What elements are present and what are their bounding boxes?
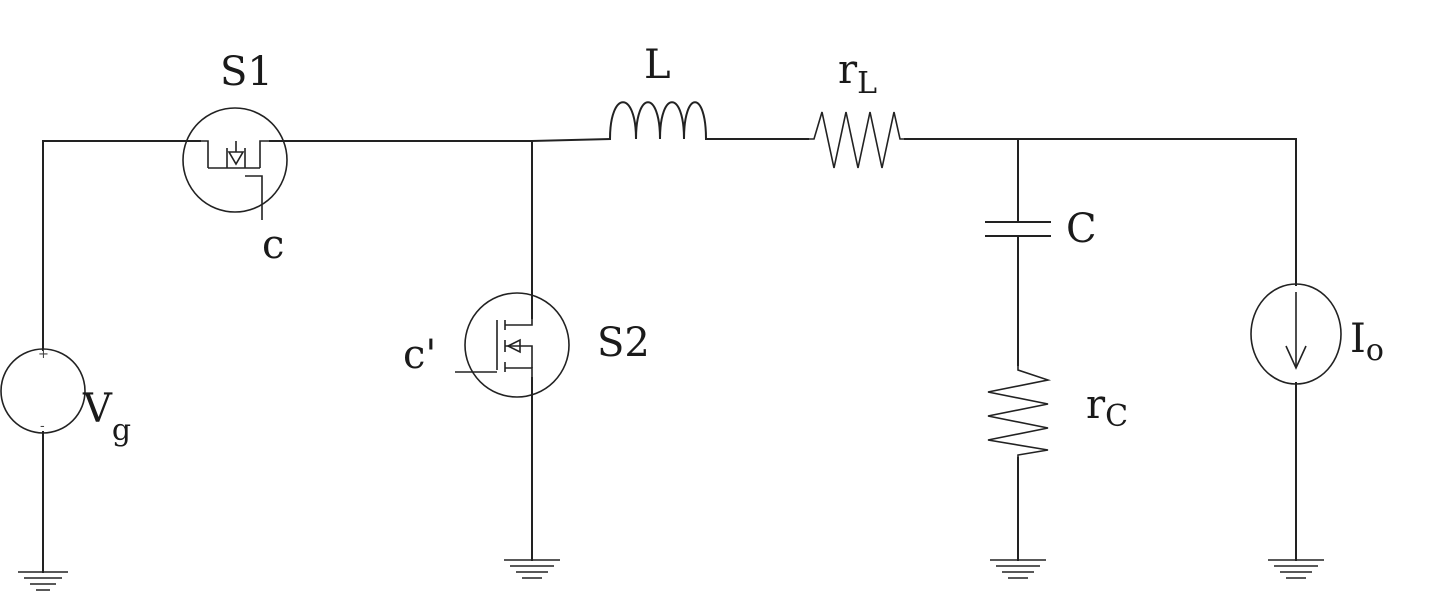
wires [42,137,1297,573]
ground-vg [18,571,68,591]
s2-body [464,292,570,398]
label-s1-gate: c [262,222,284,268]
ground-rc [990,559,1046,579]
label-inductor: L [644,42,671,88]
label-rl: rL [838,47,877,101]
mosfet-s1 [182,107,288,220]
ground-s2 [504,559,560,579]
resistor-rc [987,365,1052,458]
s1-arrow [227,151,245,166]
capacitor-c [985,221,1051,237]
s2-arrow [506,338,521,354]
wire-top-to-inductor [530,137,612,143]
resistor-rl [808,111,905,169]
label-rc: rC [1086,382,1128,434]
label-io: Io [1350,316,1384,368]
voltage-source-vg [0,348,86,434]
vg-plus-sign: + [38,347,49,362]
label-vg: Vg [82,386,131,448]
label-capacitor: C [1066,206,1097,252]
label-s1: S1 [220,49,273,95]
vg-minus-sign: - [40,419,45,434]
ground-io [1268,559,1324,579]
s1-body [182,107,288,213]
label-s2-gate: c' [403,332,436,378]
current-source-io [1250,283,1342,385]
mosfet-s2 [455,292,570,398]
label-s2: S2 [597,320,650,366]
inductor-l [608,101,708,141]
